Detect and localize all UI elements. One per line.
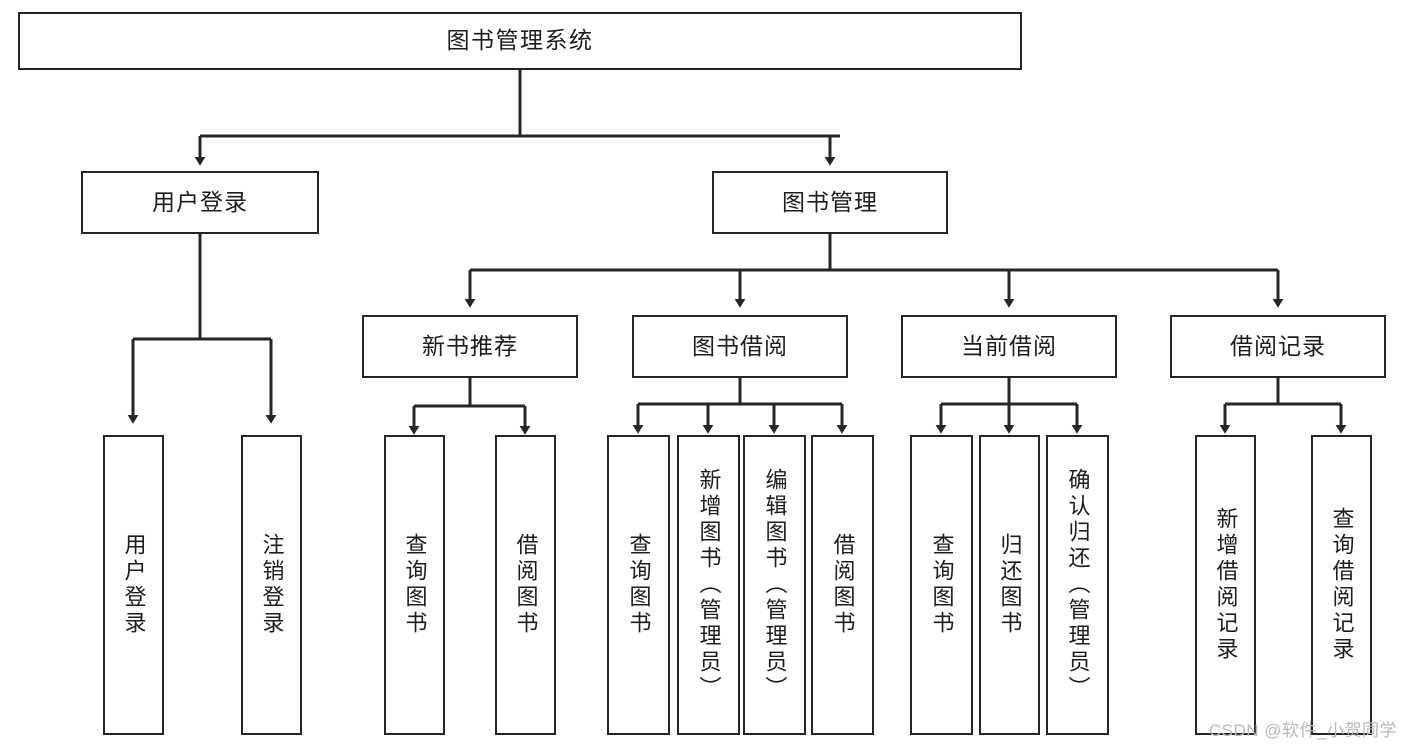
leaf-add-book-admin[interactable]: 新增图书（管理员） — [677, 435, 740, 735]
node-borrow-record-label: 借阅记录 — [1230, 332, 1326, 359]
node-book-management[interactable]: 图书管理 — [712, 171, 948, 234]
node-user-login[interactable]: 用户登录 — [81, 171, 319, 234]
leaf-new-book-borrow[interactable]: 借阅图书 — [495, 435, 556, 735]
leaf-add-book-admin-label: 新增图书（管理员） — [696, 468, 722, 702]
leaf-current-query-book[interactable]: 查询图书 — [910, 435, 973, 735]
leaf-add-borrow-record[interactable]: 新增借阅记录 — [1195, 435, 1256, 735]
leaf-borrow-book[interactable]: 借阅图书 — [811, 435, 874, 735]
leaf-edit-book-admin-label: 编辑图书（管理员） — [762, 468, 788, 702]
leaf-query-borrow-record-label: 查询借阅记录 — [1329, 507, 1355, 663]
leaf-new-book-query-label: 查询图书 — [402, 533, 428, 637]
leaf-user-login[interactable]: 用户登录 — [103, 435, 164, 735]
node-new-book-recommend-label: 新书推荐 — [422, 332, 518, 359]
leaf-user-login-label: 用户登录 — [121, 533, 147, 637]
leaf-logout-login[interactable]: 注销登录 — [241, 435, 302, 735]
node-book-borrow[interactable]: 图书借阅 — [632, 315, 848, 378]
leaf-add-borrow-record-label: 新增借阅记录 — [1213, 507, 1239, 663]
node-book-borrow-label: 图书借阅 — [692, 332, 788, 359]
node-root-label: 图书管理系统 — [446, 27, 594, 54]
leaf-query-borrow-record[interactable]: 查询借阅记录 — [1311, 435, 1372, 735]
leaf-borrow-query-book-label: 查询图书 — [626, 533, 652, 637]
leaf-current-query-book-label: 查询图书 — [929, 533, 955, 637]
leaf-confirm-return-admin[interactable]: 确认归还（管理员） — [1046, 435, 1109, 735]
leaf-logout-login-label: 注销登录 — [259, 533, 285, 637]
leaf-borrow-book-label: 借阅图书 — [830, 533, 856, 637]
node-root[interactable]: 图书管理系统 — [18, 12, 1022, 70]
node-user-login-label: 用户登录 — [152, 188, 248, 215]
node-current-borrow-label: 当前借阅 — [961, 332, 1057, 359]
leaf-edit-book-admin[interactable]: 编辑图书（管理员） — [743, 435, 806, 735]
leaf-return-book-label: 归还图书 — [997, 533, 1023, 637]
leaf-new-book-query[interactable]: 查询图书 — [384, 435, 445, 735]
leaf-new-book-borrow-label: 借阅图书 — [513, 533, 539, 637]
node-borrow-record[interactable]: 借阅记录 — [1170, 315, 1386, 378]
leaf-confirm-return-admin-label: 确认归还（管理员） — [1065, 468, 1091, 702]
leaf-borrow-query-book[interactable]: 查询图书 — [607, 435, 670, 735]
leaf-return-book[interactable]: 归还图书 — [979, 435, 1040, 735]
node-new-book-recommend[interactable]: 新书推荐 — [362, 315, 578, 378]
node-book-management-label: 图书管理 — [782, 188, 878, 215]
csdn-watermark: CSDN @软件_小贺同学 — [1208, 721, 1397, 740]
node-current-borrow[interactable]: 当前借阅 — [901, 315, 1117, 378]
